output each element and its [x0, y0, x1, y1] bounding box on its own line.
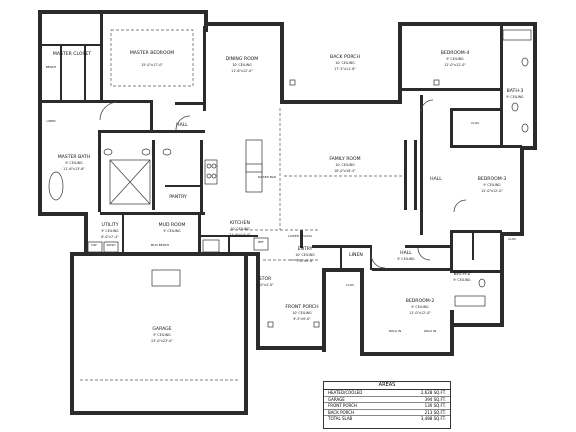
room-label-family-room: FAMILY ROOM: [329, 156, 360, 162]
master-tub: [48, 171, 64, 201]
toilet-icon: [141, 148, 151, 156]
room-ceiling-master-bath: 9' CEILING: [65, 161, 83, 165]
areas-row: GARAGE 394 SQ.FT.: [324, 397, 450, 404]
label-walk-in-right: WALK IN: [424, 329, 437, 333]
room-label-master-bedroom: MASTER BEDROOM: [130, 50, 174, 56]
room-dim-master-bedroom: 15'-0"x17'-0": [141, 63, 163, 67]
areas-row: FRONT PORCH 130 SQ.FT.: [324, 403, 450, 410]
areas-row-label: GARAGE: [328, 396, 345, 402]
label-clos-upper: CLOS: [471, 121, 479, 125]
room-label-hall-right: HALL: [430, 176, 442, 182]
room-label-master-closet: MASTER CLOSET: [53, 51, 91, 57]
areas-row-label: BACK PORCH: [328, 409, 355, 415]
room-label-linen: LINEN: [349, 252, 363, 258]
room-ceiling-hall-lower: 9' CEILING: [397, 257, 415, 261]
room-dim-back-porch: 17'-5"x11'-8": [334, 67, 356, 71]
fixtures: [48, 29, 532, 381]
room-label-entry: ENTRY: [298, 246, 313, 252]
room-ceiling-bedroom-3: 9' CEILING: [483, 183, 501, 187]
room-label-kitchen: KITCHEN: [230, 220, 250, 226]
room-dim-kitchen: 11'-6"x14'-0": [229, 233, 251, 237]
dashed-lines: [110, 29, 404, 261]
label-walk-in-left: WALK IN: [389, 329, 402, 333]
areas-row-label: HEATED/COOLED: [328, 390, 363, 395]
interior-walls: [42, 14, 522, 273]
areas-row-value: 2,628 SQ.FT.: [420, 390, 446, 395]
room-dim-front-porch: 9'-5"x9'-0": [293, 317, 311, 321]
exterior-walls: [38, 10, 537, 415]
room-ceiling-bath-3: 9' CEILING: [506, 95, 524, 99]
room-label-bedroom-2: BEDROOM-2: [406, 298, 435, 304]
room-label-pantry: PANTRY: [169, 194, 187, 200]
room-label-bath-3: BATH-3: [507, 88, 524, 94]
room-label-bedroom-4: BEDROOM-4: [441, 50, 470, 56]
label-clos-lower: CLOS: [508, 237, 516, 241]
room-dim-bedroom-4: 12'-0"x12'-0": [444, 63, 466, 67]
room-ceiling-bedroom-2: 9' CEILING: [411, 305, 429, 309]
room-dim-garage: 23'-0"x23'-0": [151, 339, 173, 343]
room-ceiling-mud-room: 9' CEILING: [163, 229, 181, 233]
areas-row: BACK PORCH 213 SQ.FT.: [324, 410, 450, 417]
room-dim-dining-room: 11'-6"x12'-0": [231, 69, 253, 73]
label-mud-bench: MUD BENCH: [151, 243, 170, 247]
room-label-mud-room: MUD ROOM: [159, 222, 186, 228]
label-linen-master: LINEN: [47, 119, 56, 123]
label-clos-bottom: CLOS: [346, 283, 354, 287]
room-dim-bedroom-3: 12'-0"x12'-0": [481, 189, 503, 193]
room-ceiling-bedroom-4: 9' CEILING: [446, 57, 464, 61]
room-dim-master-bath: 11'-6"x13'-6": [63, 167, 85, 171]
room-ceiling-utility: 9' CEILING: [101, 229, 119, 233]
room-label-garage: GARAGE: [152, 326, 171, 332]
room-dim-entry: 7'-0"x9'-0": [296, 259, 314, 263]
room-dim-bedroom-2: 12'-0"x12'-0": [409, 311, 431, 315]
room-label-bedroom-3: BEDROOM-3: [478, 176, 507, 182]
areas-title: AREAS: [324, 382, 450, 390]
room-label-bath-2: BATH-2: [454, 271, 471, 277]
room-dim-family-room: 18'-0"x18'-5": [334, 169, 356, 173]
room-ceiling-back-porch: 10' CEILING: [335, 61, 355, 65]
areas-row-value: 213 SQ.FT.: [424, 409, 446, 415]
room-ceiling-dining-room: 10' CEILING: [232, 63, 252, 67]
room-label-back-porch: BACK PORCH: [330, 54, 360, 60]
areas-row: TOTAL SLAB 3,488 SQ.FT.: [324, 416, 450, 422]
room-ceiling-front-porch: 10' CEILING: [292, 311, 312, 315]
room-dim-utility: 8'-0"x7'-4": [101, 235, 119, 239]
areas-row: HEATED/COOLED 2,628 SQ.FT.: [324, 390, 450, 397]
fixture-labels: BENCH LINEN DW WASH MUD BENCH REF CLOS C…: [46, 65, 516, 333]
areas-row-label: TOTAL SLAB: [328, 416, 353, 422]
room-label-dining-room: DINING ROOM: [226, 56, 259, 62]
room-ceiling-garage: 9' CEILING: [153, 333, 171, 337]
room-ceiling-family-room: 10' CEILING: [335, 163, 355, 167]
room-label-hall-lower: HALL: [400, 250, 412, 256]
room-ceiling-bath-2: 9' CEILING: [453, 278, 471, 282]
areas-row-label: FRONT PORCH: [328, 403, 357, 409]
cooktop: [204, 159, 218, 185]
label-lower-ceiling: LOWER CEILING: [288, 234, 313, 238]
room-label-front-porch: FRONT PORCH: [285, 304, 318, 310]
areas-table: AREAS HEATED/COOLED 2,628 SQ.FT. GARAGE …: [323, 381, 451, 429]
label-bench: BENCH: [46, 65, 57, 69]
room-label-master-bath: MASTER BATH: [58, 154, 91, 160]
room-ceiling-entry: 10' CEILING: [295, 253, 315, 257]
areas-row-value: 130 SQ.FT.: [424, 403, 446, 409]
room-label-stor: STOR: [259, 276, 272, 282]
label-raised-bar: RAISED BAR: [258, 175, 276, 179]
room-labels: MASTER CLOSET MASTER BEDROOM 15'-0"x17'-…: [53, 50, 524, 343]
label-wash: WASH: [106, 243, 115, 247]
room-dim-stor: 6'-0"x4'-0": [256, 283, 274, 287]
room-ceiling-kitchen: 10' CEILING: [230, 227, 250, 231]
areas-row-value: 394 SQ.FT.: [424, 396, 446, 402]
label-dw: DW: [91, 243, 96, 247]
room-label-hall-upper: HALL: [176, 122, 188, 128]
label-ref: REF: [258, 240, 264, 244]
areas-row-value: 3,488 SQ.FT.: [420, 416, 446, 422]
room-label-utility: UTILITY: [101, 222, 118, 228]
